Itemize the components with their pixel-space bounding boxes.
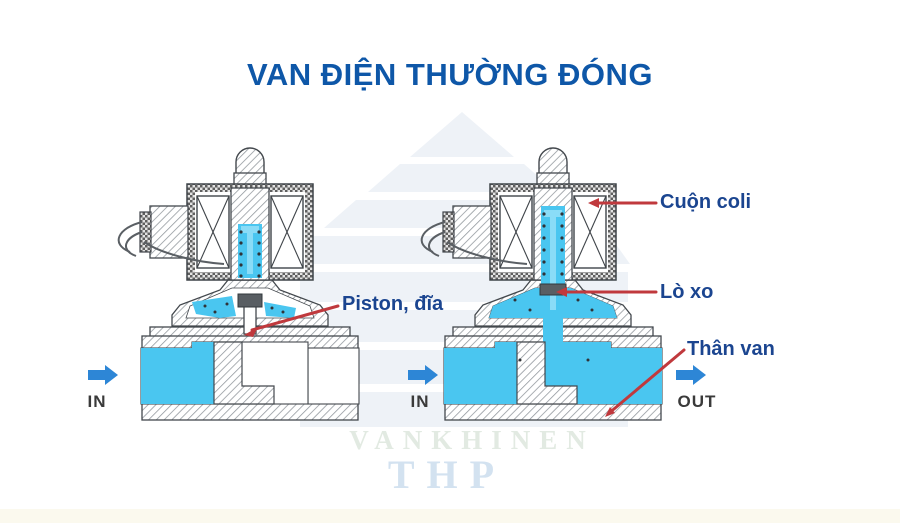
callout-spring-label: Lò xo (660, 281, 714, 303)
callout-leader-arrowheads (244, 198, 615, 417)
body-leader-line (606, 348, 686, 416)
watermark-company-text: VANKHINEN (349, 425, 595, 455)
watermark-brand-text: THP (387, 452, 507, 497)
left-in-label: IN (87, 392, 107, 411)
piston-leader-line (250, 304, 340, 332)
left-in-arrow-icon (88, 365, 118, 385)
callout-coil-label: Cuộn coli (660, 191, 752, 213)
right-out-arrow-icon (676, 365, 706, 385)
callout-body-label: Thân van (687, 338, 775, 360)
piston-disc (237, 293, 263, 308)
right-in-arrow-icon (408, 365, 438, 385)
page-title: VAN ĐIỆN THƯỜNG ĐÓNG (246, 57, 654, 92)
callout-piston-label: Piston, đĩa (342, 293, 444, 315)
right-in-label: IN (410, 392, 430, 411)
right-out-label: OUT (677, 392, 717, 411)
right-valve-open (420, 147, 663, 421)
spring-coil-dots (203, 230, 285, 314)
callout-leader-lines (250, 201, 686, 416)
spring-coil-dots (513, 212, 594, 362)
bottom-strip (0, 509, 900, 523)
left-valve-closed (117, 147, 360, 421)
